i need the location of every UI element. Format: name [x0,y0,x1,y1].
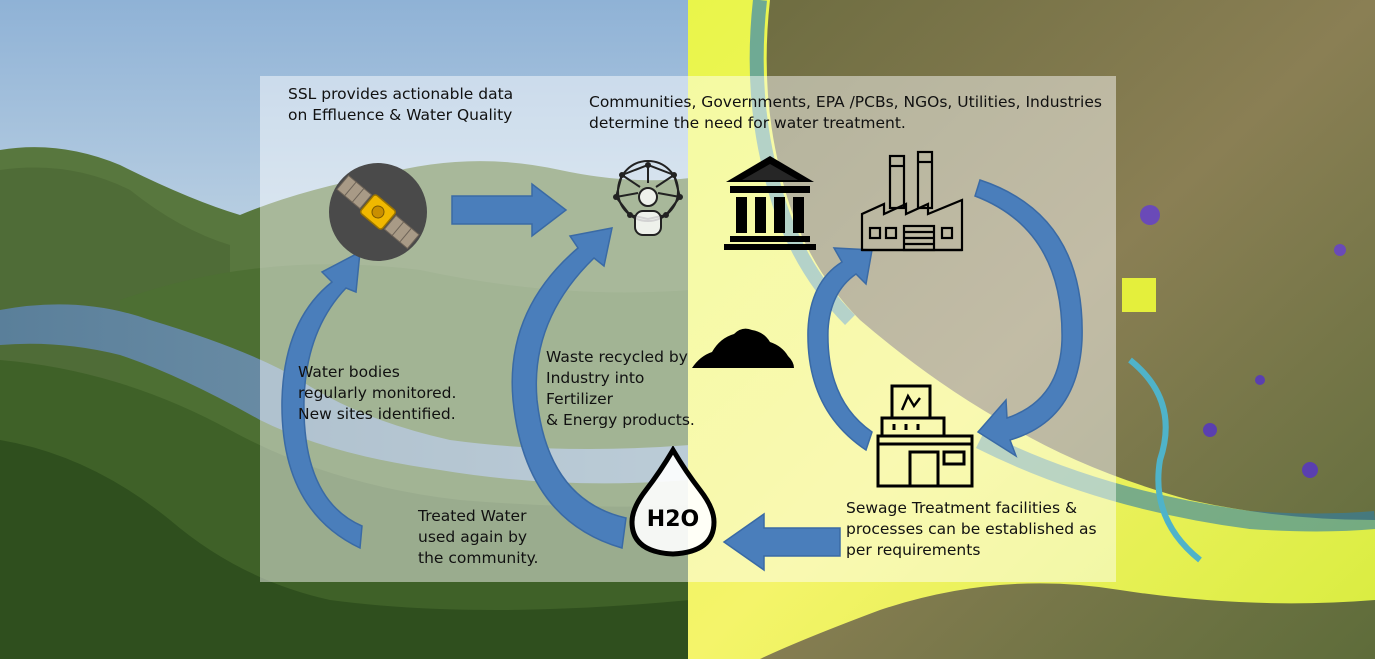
monitoring-label: Water bodies regularly monitored. New si… [298,363,457,423]
water-drop-label: H2O [647,507,699,532]
fertilizer-pile-icon [692,328,794,368]
satellite-icon [329,163,427,261]
sewage-label: Sewage Treatment facilities & processes … [846,499,1097,559]
water-drop-icon: H2O [629,446,717,557]
waste-label: Waste recycled by Industry into Fertiliz… [546,348,695,429]
stakeholders-label: Communities, Governments, EPA /PCBs, NGO… [589,93,1102,132]
factory-icon [860,150,964,252]
treated-water-label: Treated Water used again by the communit… [418,507,539,567]
ssl-label: SSL provides actionable data on Effluenc… [288,85,514,124]
network-people-icon [613,160,683,236]
government-building-icon [724,156,816,250]
treatment-plant-icon [876,384,974,488]
